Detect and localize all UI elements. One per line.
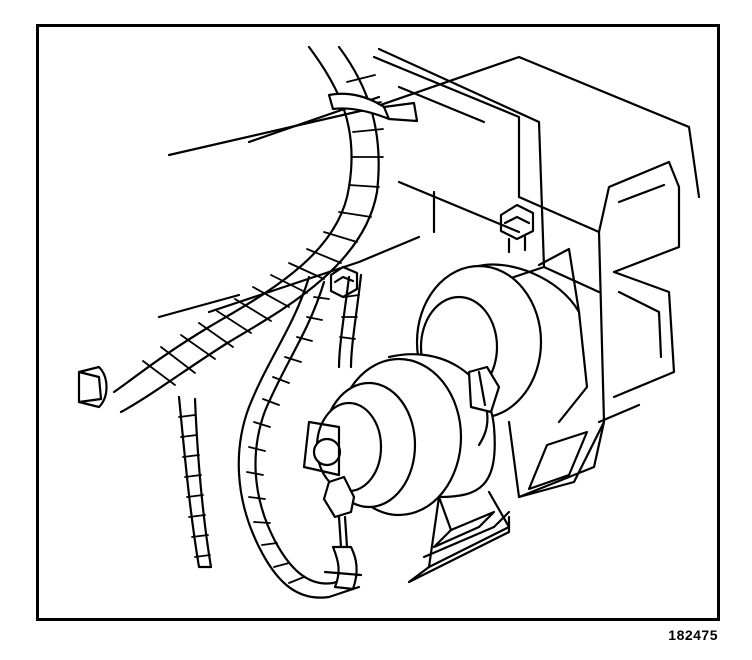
mounting-bolt [329, 265, 359, 299]
figure-number: 182475 [668, 627, 718, 643]
bracket-bolt [499, 203, 535, 254]
harness-branch [177, 395, 213, 569]
horn-connector [322, 475, 363, 591]
rear-horn-connector [467, 365, 501, 447]
frame-bracket [157, 47, 701, 424]
horn-lead-wire [237, 273, 363, 599]
wiring-harness [77, 45, 419, 414]
illustration-frame [36, 24, 720, 621]
horn-assembly-illustration [77, 45, 701, 599]
